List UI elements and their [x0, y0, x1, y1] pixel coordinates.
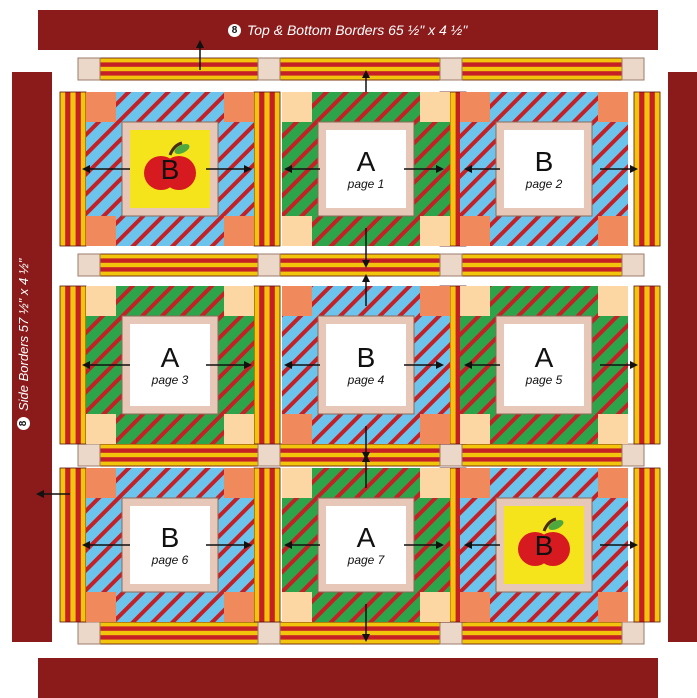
block-corner-square: [598, 592, 628, 622]
block-corner-square: [598, 286, 628, 316]
block-corner-square: [282, 592, 312, 622]
cornerstone-1-1: [258, 254, 280, 276]
block-corner-square: [460, 92, 490, 122]
sashing-horizontal-0-1: [280, 58, 440, 81]
sashing-vertical-2-1: [254, 468, 281, 622]
block-corner-square: [420, 92, 450, 122]
block-center: [130, 506, 210, 584]
block-corner-square: [224, 592, 254, 622]
sashing-horizontal-3-2: [462, 622, 622, 645]
sashing-horizontal-1-1: [280, 254, 440, 277]
sashing-horizontal-2-2: [462, 444, 622, 467]
block-corner-square: [282, 414, 312, 444]
block-corner-square: [460, 592, 490, 622]
sashing-horizontal-0-2: [462, 58, 622, 81]
cornerstone-0-1: [258, 58, 280, 80]
block-corner-square: [224, 92, 254, 122]
bottom-border: [38, 658, 658, 698]
side-border-label: 8 Side Borders 57 ½" x 4 ½": [16, 259, 31, 430]
sashing-vertical-2-3: [634, 468, 661, 622]
block-corner-square: [460, 216, 490, 246]
block-corner-square: [282, 216, 312, 246]
block-corner-square: [282, 92, 312, 122]
block-corner-square: [598, 92, 628, 122]
block-corner-square: [224, 468, 254, 498]
block-corner-square: [86, 286, 116, 316]
block-center: [130, 324, 210, 406]
block-corner-square: [598, 216, 628, 246]
sashing-vertical-0-3: [634, 92, 661, 246]
sashing-vertical-1-3: [634, 286, 661, 444]
sashing-vertical-2-0: [60, 468, 87, 622]
cornerstone-2-3: [622, 444, 644, 466]
cornerstone-0-0: [78, 58, 100, 80]
cornerstone-3-1: [258, 622, 280, 644]
sashing-horizontal-0-0: [100, 58, 258, 81]
top-border-step-number: 8: [228, 24, 241, 37]
sashing-vertical-1-1: [254, 286, 281, 444]
block-corner-square: [420, 468, 450, 498]
apple-icon-right: [162, 156, 196, 190]
sashing-horizontal-3-1: [280, 622, 440, 645]
top-border-text: Top & Bottom Borders 65 ½" x 4 ½": [247, 22, 467, 38]
cornerstone-2-0: [78, 444, 100, 466]
block-corner-square: [86, 92, 116, 122]
top-border-label: 8 Top & Bottom Borders 65 ½" x 4 ½": [228, 22, 467, 38]
block-corner-square: [420, 414, 450, 444]
block-center: [326, 506, 406, 584]
block-corner-square: [86, 414, 116, 444]
block-center: [504, 324, 584, 406]
sashing-vertical-1-0: [60, 286, 87, 444]
block-center: [326, 130, 406, 208]
sashing-vertical-0-1: [254, 92, 281, 246]
block-corner-square: [282, 286, 312, 316]
block-corner-square: [460, 468, 490, 498]
cornerstone-1-0: [78, 254, 100, 276]
sashing-horizontal-2-0: [100, 444, 258, 467]
block-corner-square: [420, 286, 450, 316]
right-side-border: [668, 72, 697, 642]
block-corner-square: [420, 592, 450, 622]
block-corner-square: [224, 216, 254, 246]
cornerstone-3-0: [78, 622, 100, 644]
block-corner-square: [282, 468, 312, 498]
cornerstone-3-2: [440, 622, 462, 644]
block-corner-square: [86, 216, 116, 246]
cornerstone-2-2: [440, 444, 462, 466]
block-corner-square: [460, 286, 490, 316]
block-corner-square: [420, 216, 450, 246]
apple-icon-right: [536, 532, 570, 566]
block-corner-square: [224, 286, 254, 316]
block-corner-square: [598, 468, 628, 498]
block-corner-square: [460, 414, 490, 444]
sashing-horizontal-2-1: [280, 444, 440, 467]
side-border-step-number: 8: [17, 417, 30, 430]
block-corner-square: [86, 468, 116, 498]
block-corner-square: [224, 414, 254, 444]
sashing-horizontal-1-2: [462, 254, 622, 277]
cornerstone-1-3: [622, 254, 644, 276]
sashing-horizontal-3-0: [100, 622, 258, 645]
block-corner-square: [86, 592, 116, 622]
cornerstone-0-3: [622, 58, 644, 80]
block-center: [326, 324, 406, 406]
cornerstone-1-2: [440, 254, 462, 276]
block-corner-square: [598, 414, 628, 444]
cornerstone-0-2: [440, 58, 462, 80]
block-center: [504, 130, 584, 208]
cornerstone-2-1: [258, 444, 280, 466]
cornerstone-3-3: [622, 622, 644, 644]
side-border-text: Side Borders 57 ½" x 4 ½": [16, 259, 31, 411]
sashing-vertical-0-0: [60, 92, 87, 246]
sashing-horizontal-1-0: [100, 254, 258, 277]
